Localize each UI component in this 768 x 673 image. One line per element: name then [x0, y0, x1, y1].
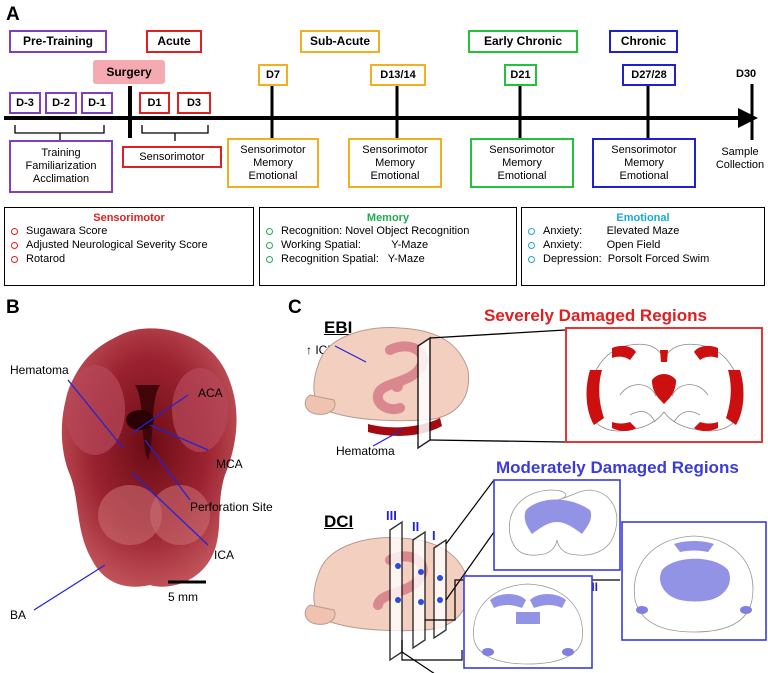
list-item: Adjusted Neurological Severity Score [5, 238, 253, 252]
emotional-category-box: Emotional Anxiety: Elevated Maze Anxiety… [521, 207, 765, 286]
day-d1: D1 [139, 92, 170, 114]
slice-i [433, 538, 447, 640]
left-hemisphere [65, 365, 125, 455]
day-d-3: D-3 [9, 92, 41, 114]
mca-label: MCA [216, 457, 243, 471]
panel-c-letter: C [288, 297, 302, 318]
emotional-category-title: Emotional [616, 212, 670, 224]
day-d-2: D-2 [45, 92, 77, 114]
ebi-brain [304, 326, 566, 450]
memory-category-box: Memory Recognition: Novel Object Recogni… [259, 207, 517, 286]
training-box: Training Familiarization Acclimation [9, 140, 113, 193]
memory-category-title: Memory [366, 212, 410, 224]
d21-tests-box: Sensorimotor Memory Emotional [470, 138, 574, 188]
severe-regions [586, 345, 744, 431]
pre-training-bracket [14, 125, 105, 141]
mca-pointer [149, 424, 209, 451]
ica-label: ICA [214, 548, 235, 562]
perforation-pointer [144, 439, 191, 501]
phase-sub-acute: Sub-Acute [300, 30, 380, 53]
bullet-icon [11, 227, 18, 235]
day-d7: D7 [258, 64, 288, 86]
bullet-icon [11, 241, 18, 249]
ba-label: BA [10, 608, 27, 622]
icp-pointer [334, 345, 367, 363]
panel-b-letter: B [6, 297, 20, 318]
section-ii-label: II [412, 519, 420, 534]
list-item: Anxiety: Elevated Maze [522, 224, 764, 238]
bullet-icon [266, 227, 273, 235]
ebi-label: EBI [324, 318, 353, 337]
right-hemisphere [172, 368, 228, 452]
ebi-slice [417, 336, 431, 450]
list-item: Working Spatial: Y-Maze [260, 238, 516, 252]
day-d-1: D-1 [81, 92, 113, 114]
sample-collection-label: Sample Collection [715, 146, 765, 171]
inset-i-damage [524, 499, 592, 534]
panel-a-letter: A [6, 4, 20, 25]
list-item: Depression: Porsolt Forced Swim [522, 252, 764, 266]
bullet-icon [528, 241, 535, 249]
hematoma-core [126, 410, 154, 430]
damage-markers [395, 563, 443, 605]
acute-sensorimotor-box: Sensorimotor [122, 146, 222, 168]
bullet-icon [528, 227, 535, 235]
day-d13: D13/14 [370, 64, 426, 86]
dci-brain [304, 479, 620, 673]
hematoma-c-pointer [372, 429, 403, 447]
inset-i [493, 479, 621, 571]
surgery-label: Surgery [93, 60, 165, 84]
list-item: Recognition: Novel Object Recognition [260, 224, 516, 238]
dci-label: DCI [324, 512, 354, 531]
hematoma-pointer [67, 379, 124, 449]
perforation-site-label: Perforation Site [190, 500, 273, 514]
ebi-hematoma-label: Hematoma [336, 444, 395, 458]
d7-tests-box: Sensorimotor Memory Emotional [227, 138, 319, 188]
scale-bar-label: 5 mm [168, 590, 198, 604]
sensorimotor-category-box: Sensorimotor Sugawara Score Adjusted Neu… [4, 207, 254, 286]
cerebellum-left [98, 485, 162, 545]
slice-ii [412, 530, 426, 650]
bullet-icon [11, 255, 18, 263]
timeline [4, 80, 758, 141]
brain-photo [33, 328, 237, 611]
ica-pointer [131, 472, 209, 546]
cerebellum-right [150, 485, 210, 545]
hematoma-label: Hematoma [10, 363, 69, 377]
aca-label: ACA [198, 386, 223, 400]
list-item: Anxiety: Open Field [522, 238, 764, 252]
acute-bracket [141, 125, 209, 141]
bullet-icon [266, 255, 273, 263]
moderate-title: Moderately Damaged Regions [496, 458, 739, 477]
day-d27: D27/28 [622, 64, 676, 86]
panel-c-diagram [304, 326, 767, 673]
sensorimotor-category-title: Sensorimotor [93, 212, 165, 224]
ba-pointer [33, 564, 106, 611]
list-item: Rotarod [5, 252, 253, 266]
bullet-icon [528, 255, 535, 263]
severe-title: Severely Damaged Regions [484, 306, 707, 325]
phase-early-chronic: Early Chronic [468, 30, 578, 53]
phase-chronic: Chronic [609, 30, 678, 53]
bullet-icon [266, 241, 273, 249]
day-d3: D3 [177, 92, 211, 114]
day-d30: D30 [736, 68, 757, 80]
inset-ii-damage [660, 558, 730, 602]
section-iii-label: III [386, 508, 397, 523]
day-d21: D21 [504, 64, 537, 86]
timeline-arrowhead [738, 108, 758, 128]
d27-tests-box: Sensorimotor Memory Emotional [592, 138, 696, 188]
list-item: Sugawara Score [5, 224, 253, 238]
slice-iii [389, 520, 403, 662]
inset-iii-damage [490, 594, 526, 608]
phase-acute: Acute [146, 30, 202, 53]
inset-iii-label: III [588, 580, 599, 594]
d13-tests-box: Sensorimotor Memory Emotional [348, 138, 442, 188]
section-i-label: I [432, 528, 436, 543]
aca-pointer [131, 394, 189, 434]
list-item: Recognition Spatial: Y-Maze [260, 252, 516, 266]
phase-pre-training: Pre-Training [9, 30, 107, 53]
